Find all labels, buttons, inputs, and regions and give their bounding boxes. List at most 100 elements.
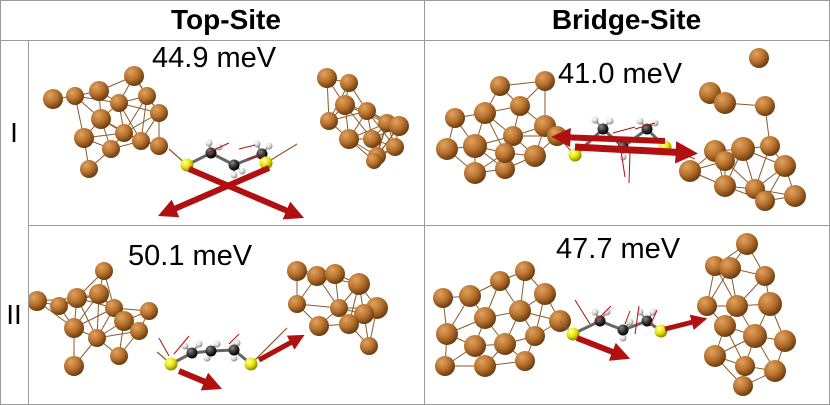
left-cluster-gold-atom <box>110 347 128 365</box>
right-cluster-gold-atom <box>743 324 767 348</box>
right-cluster-gold-atom <box>679 160 701 182</box>
left-cluster-gold-atom <box>89 284 109 304</box>
right-cluster-gold-atom <box>307 266 327 286</box>
row-label-i: I <box>10 117 18 148</box>
left-cluster-gold-atom <box>495 159 515 179</box>
left-cluster-gold-atom <box>535 71 555 91</box>
right-cluster-gold-atom <box>697 296 717 316</box>
right-cluster-gold-atom <box>309 316 329 336</box>
displacement-arrow <box>257 334 305 363</box>
right-cluster-gold-atom <box>320 112 338 130</box>
small-displacement-arrow <box>228 333 240 345</box>
right-cluster-gold-atom <box>354 304 374 324</box>
right-cluster-gold-atom <box>731 137 755 161</box>
left-cluster-gold-atom <box>110 94 128 112</box>
right-cluster-gold-atom <box>330 299 348 317</box>
small-displacement-arrow <box>649 309 658 327</box>
right-cluster-gold-atom <box>719 257 741 279</box>
border-middle <box>28 225 830 226</box>
left-cluster-gold-atom <box>80 160 98 178</box>
hydrogen-atom <box>238 167 246 175</box>
carbon-atom <box>186 347 198 359</box>
left-cluster-gold-atom <box>436 323 458 345</box>
left-cluster-gold-atom <box>495 143 515 163</box>
energy-label-top-ii: 50.1 meV <box>128 240 253 272</box>
left-cluster-gold-atom <box>115 124 133 142</box>
right-cluster-gold-atom <box>366 153 382 169</box>
carbon-atom <box>617 324 629 336</box>
left-cluster-gold-atom <box>102 140 120 158</box>
left-cluster-gold-atom <box>474 102 496 124</box>
left-cluster-gold-atom <box>436 138 458 160</box>
border-left <box>0 0 1 405</box>
hydrogen-atom <box>181 342 189 350</box>
right-cluster-gold-atom <box>736 233 758 255</box>
left-cluster-gold-atom <box>490 271 510 291</box>
carbon-atom <box>597 123 609 135</box>
right-cluster-gold-atom <box>784 185 806 207</box>
left-cluster-gold-atom <box>29 291 47 311</box>
hydrogen-atom <box>230 354 238 362</box>
displacement-arrow <box>157 165 271 218</box>
left-cluster-gold-atom <box>124 66 144 86</box>
column-header-top-site: Top-Site <box>171 4 281 35</box>
small-displacement-arrow <box>238 144 256 150</box>
small-displacement-arrow <box>634 122 656 130</box>
right-cluster-gold-atom <box>726 295 748 317</box>
displacement-arrow <box>551 127 666 148</box>
displacement-arrow <box>187 166 305 220</box>
hydrogen-atom <box>203 354 211 362</box>
small-displacement-arrow <box>634 305 640 335</box>
left-cluster-gold-atom <box>95 262 113 280</box>
left-cluster-gold-atom <box>66 87 84 105</box>
right-cluster-gold-atom <box>339 314 359 334</box>
left-cluster-gold-atom <box>459 285 481 307</box>
small-displacement-arrow <box>594 305 612 323</box>
hydrogen-atom <box>591 116 599 124</box>
hydrogen-atom <box>636 117 644 125</box>
small-displacement-arrow <box>620 150 626 178</box>
border-header-bottom <box>0 40 830 41</box>
right-cluster-gold-atom <box>317 68 337 88</box>
left-cluster-gold-atom <box>114 311 134 331</box>
right-cluster-gold-atom <box>287 261 307 281</box>
panel-top-site-i <box>43 66 409 220</box>
sulfur-atom <box>164 357 178 371</box>
hydrogen-atom <box>649 308 657 316</box>
left-cluster-gold-atom <box>140 302 158 320</box>
hydrogen-atom <box>619 153 627 161</box>
left-cluster-gold-atom <box>50 297 68 315</box>
left-cluster-gold-atom <box>150 104 168 122</box>
small-displacement-arrow <box>574 299 591 325</box>
right-cluster-gold-atom <box>733 376 753 396</box>
carbon-atom <box>205 345 217 357</box>
carbon-atom <box>228 159 240 171</box>
small-displacement-arrow <box>173 335 190 355</box>
left-cluster-gold-atom <box>494 333 516 355</box>
left-cluster-gold-atom <box>433 288 453 308</box>
small-displacement-arrow <box>628 152 631 184</box>
left-cluster-gold-atom <box>91 109 111 129</box>
right-cluster-gold-atom <box>735 356 755 376</box>
right-cluster-gold-atom <box>749 48 769 68</box>
hydrogen-atom <box>591 308 599 316</box>
left-cluster-gold-atom <box>510 96 530 116</box>
right-cluster-gold-atom <box>755 266 775 286</box>
right-cluster-gold-atom <box>764 360 786 382</box>
sulfur-atom <box>654 324 668 338</box>
right-cluster-gold-atom <box>335 95 355 115</box>
sulfur-atom <box>244 357 258 371</box>
left-cluster-gold-atom <box>534 283 556 305</box>
column-header-bridge-site: Bridge-Site <box>551 4 702 35</box>
left-cluster-gold-atom <box>138 87 156 105</box>
right-cluster-gold-atom <box>386 138 404 156</box>
right-cluster-gold-atom <box>774 330 796 352</box>
displacement-arrow <box>575 335 631 361</box>
left-cluster-gold-atom <box>88 329 106 347</box>
hydrogen-atom <box>205 139 213 147</box>
left-cluster-gold-atom <box>43 89 63 109</box>
right-cluster-gold-atom <box>389 116 409 136</box>
left-cluster-gold-atom <box>503 126 523 146</box>
hydrogen-atom <box>265 142 273 150</box>
